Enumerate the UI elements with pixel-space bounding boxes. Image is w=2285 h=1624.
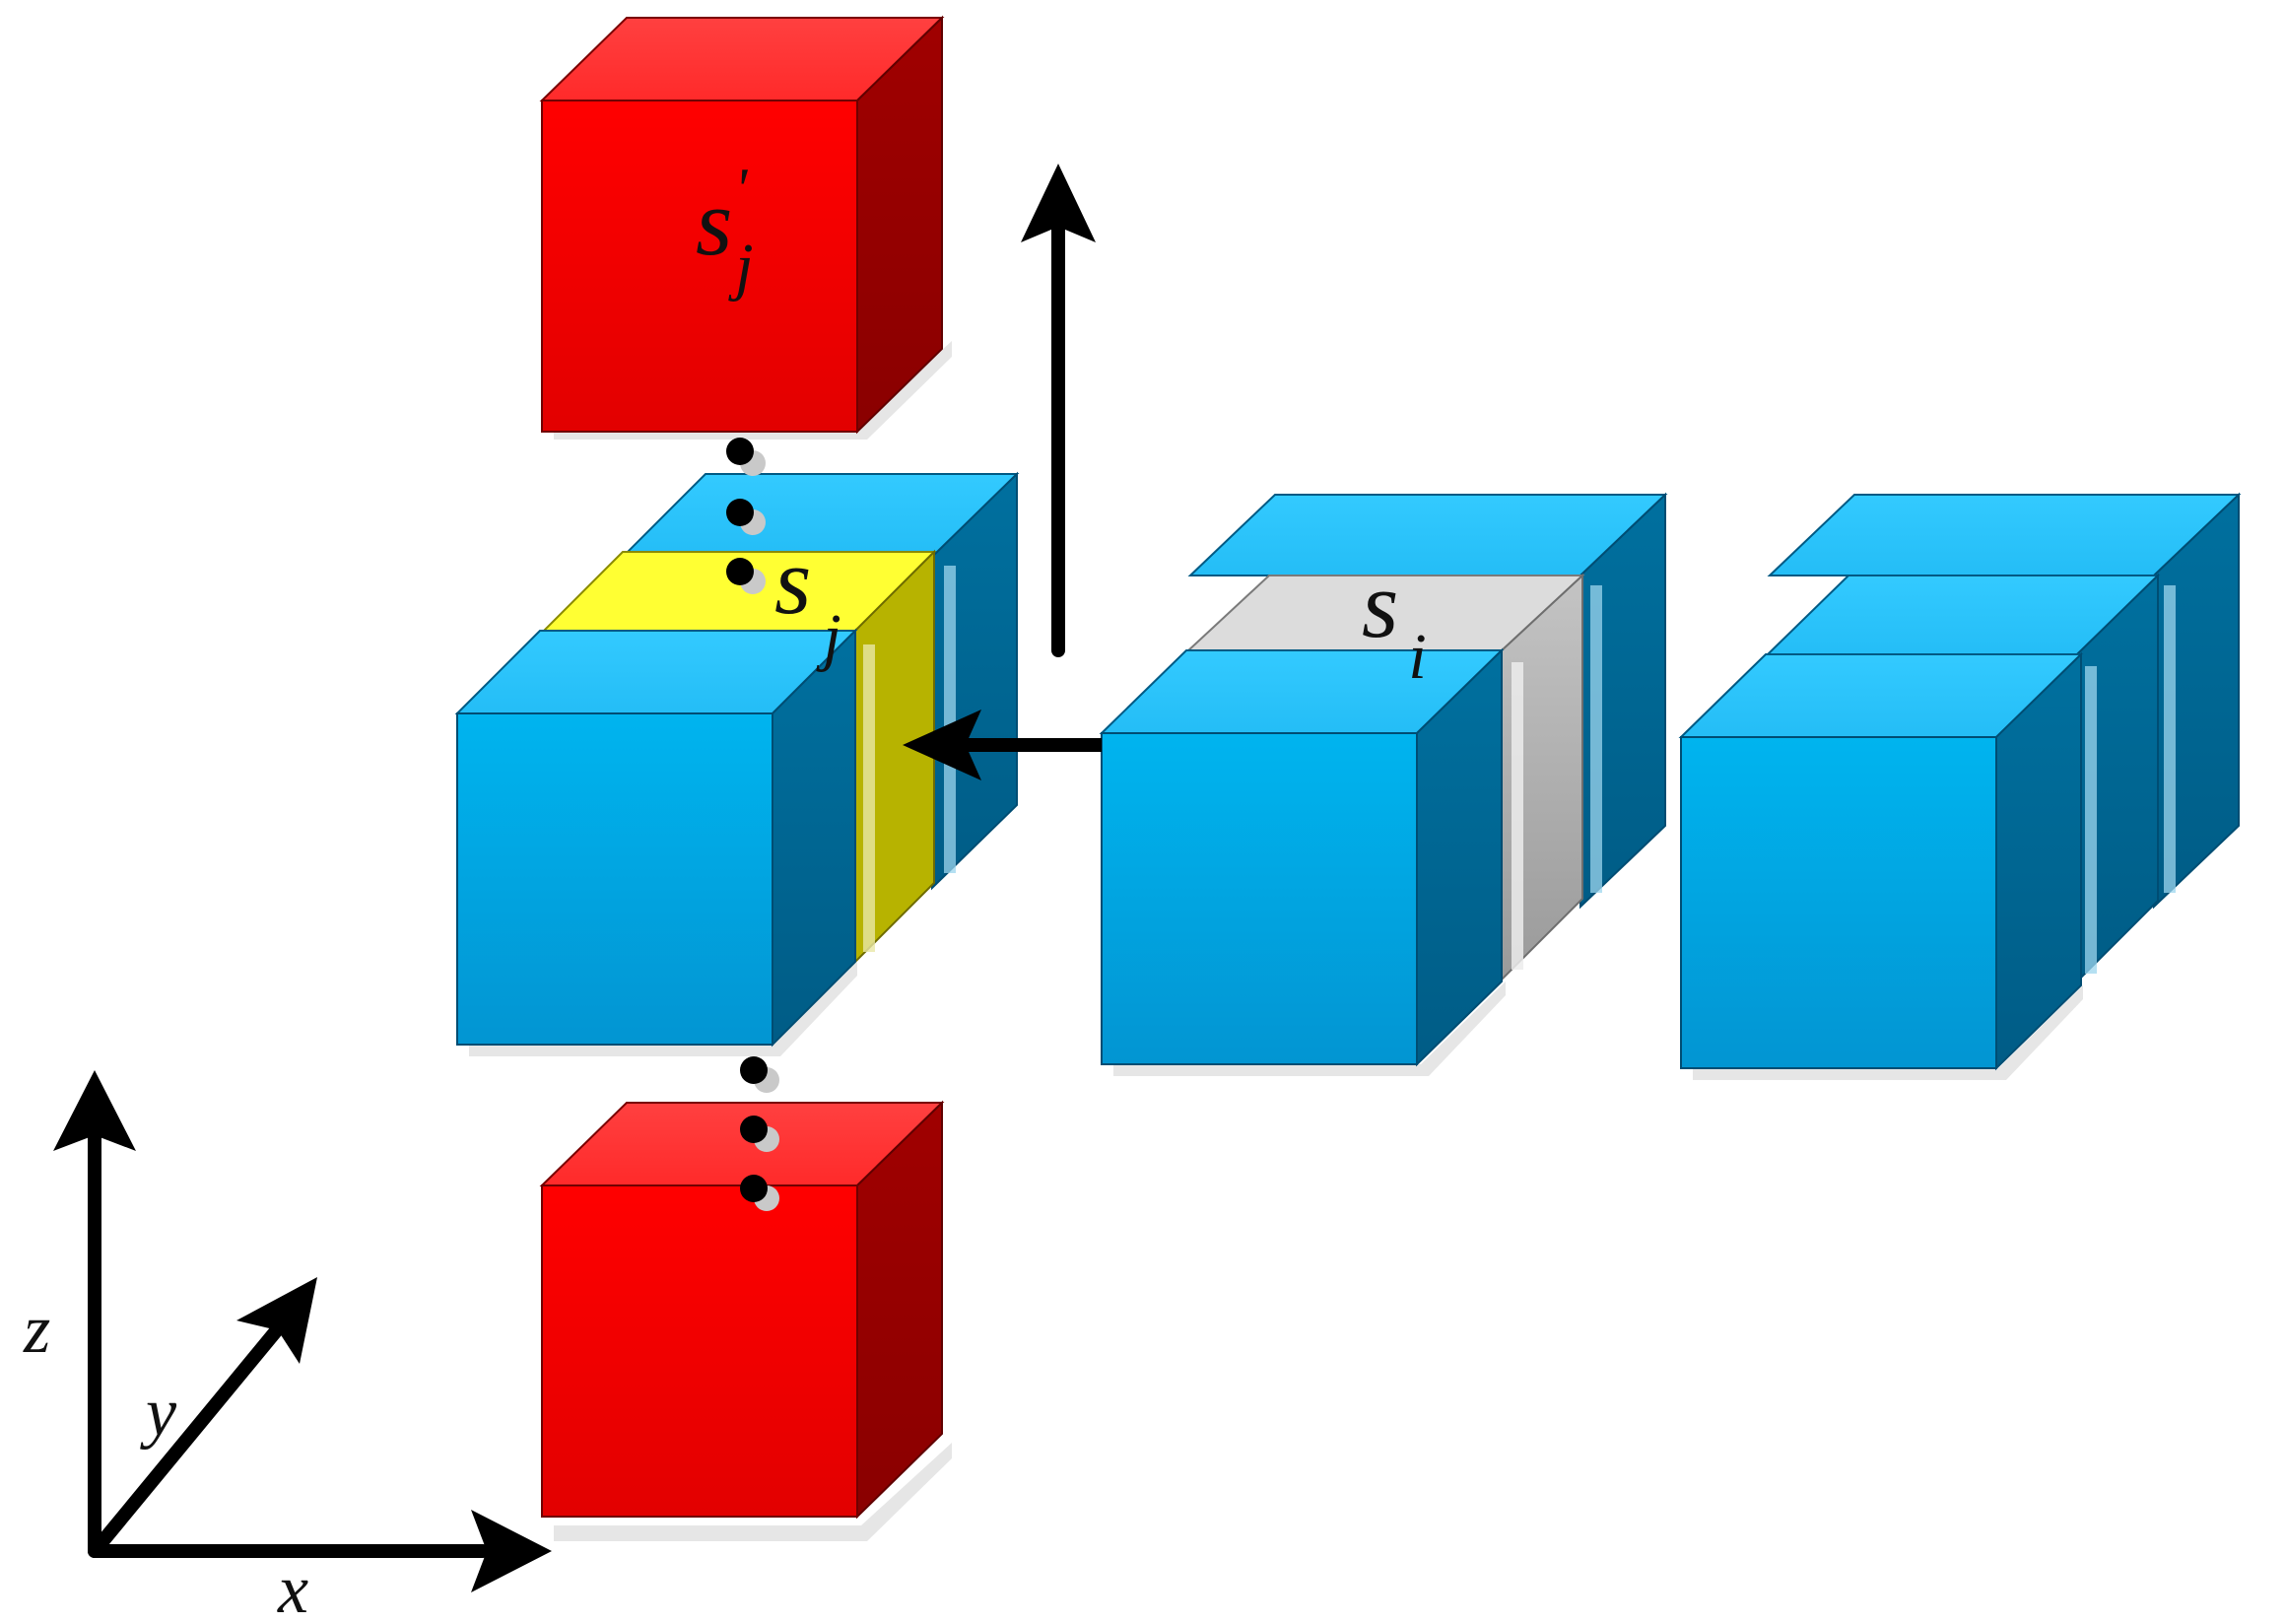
- red-cube-top: [539, 15, 952, 440]
- x-axis-arrowhead: [471, 1510, 552, 1592]
- arrow-up: [1021, 164, 1096, 657]
- axis-label-x: x: [277, 1552, 308, 1624]
- arrow-left: [903, 710, 1102, 780]
- left-cube-stack: [454, 471, 1020, 1056]
- y-axis-arrowhead: [236, 1277, 317, 1364]
- coordinate-axes: [53, 1070, 552, 1592]
- z-axis-arrowhead: [53, 1070, 136, 1151]
- right-cube-stack: [1678, 492, 2242, 1080]
- axis-label-z: z: [23, 1292, 50, 1368]
- red-cube-bottom: [539, 1100, 952, 1541]
- axis-label-y: y: [140, 1375, 177, 1451]
- ellipsis-dots-upper: [726, 438, 766, 594]
- middle-cube-stack: [1099, 492, 1668, 1076]
- ellipsis-dots-lower: [740, 1056, 779, 1211]
- label-s-prime-j: s'j: [696, 157, 754, 303]
